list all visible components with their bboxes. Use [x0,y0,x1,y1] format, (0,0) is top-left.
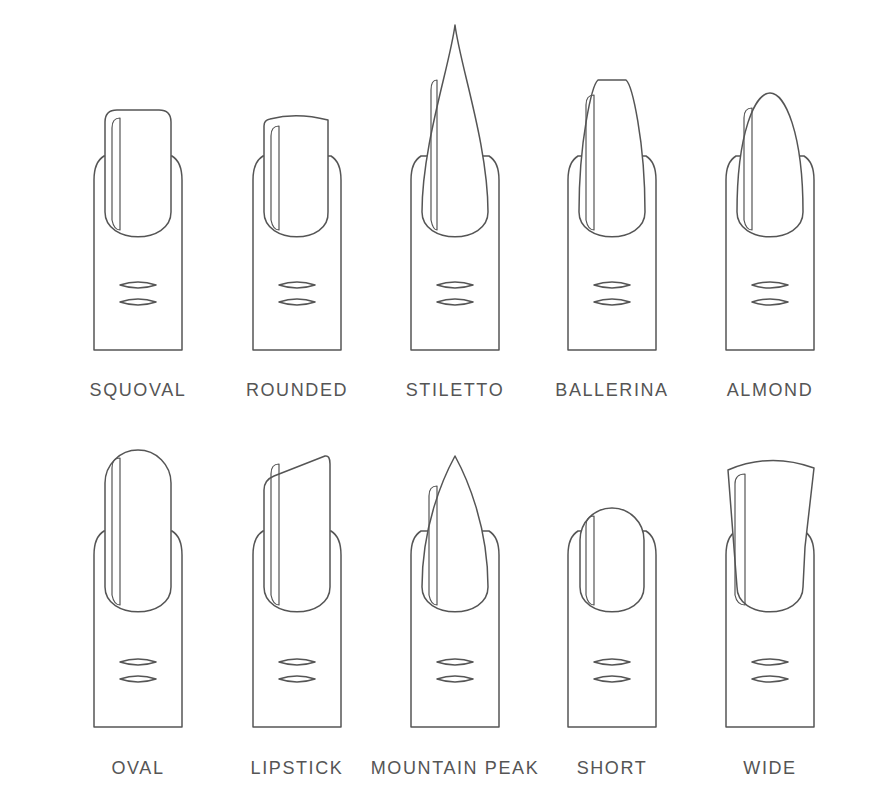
nail-highlight [271,126,279,230]
nail-highlight [112,458,120,605]
shape-label: ALMOND [727,379,814,401]
nail-highlight [744,108,752,230]
knuckle-crease [279,676,315,682]
nail-highlight [271,464,279,605]
knuckle-crease [279,282,315,288]
knuckle-crease [752,659,788,665]
shape-label: STILETTO [406,379,505,401]
knuckle-crease [120,299,156,305]
finger-illustration [94,110,182,350]
nail-shape [105,110,171,237]
knuckle-crease [279,299,315,305]
knuckle-crease [437,676,473,682]
finger-illustration [253,456,341,727]
finger-illustration [411,25,499,350]
knuckle-crease [437,659,473,665]
nail-shape [264,456,330,612]
knuckle-crease [752,282,788,288]
shape-label: ROUNDED [246,379,348,401]
knuckle-crease [594,676,630,682]
nail-highlight [586,95,594,230]
finger-illustration [94,450,182,727]
shape-label: BALLERINA [555,379,668,401]
nail-shape [422,456,488,612]
nail-highlight [735,474,745,605]
nail-shape [105,450,171,612]
nail-shape [728,460,814,611]
knuckle-crease [594,299,630,305]
knuckle-crease [752,299,788,305]
knuckle-crease [279,659,315,665]
nail-highlight [429,486,437,605]
nail-shape [737,93,803,237]
shape-label: MOUNTAIN PEAK [371,757,539,779]
knuckle-crease [120,676,156,682]
nail-shape [580,508,644,612]
shape-label: OVAL [111,757,164,779]
shape-label: WIDE [743,757,796,779]
knuckle-crease [594,659,630,665]
nail-highlight [431,80,437,230]
nail-highlight [112,118,120,230]
knuckle-crease [120,282,156,288]
shape-label: SQUOVAL [90,379,187,401]
knuckle-crease [437,282,473,288]
shape-label: LIPSTICK [251,757,344,779]
finger-illustration [568,80,656,350]
nail-shape [422,25,488,237]
knuckle-crease [437,299,473,305]
finger-illustration [726,460,814,727]
finger-illustration [726,93,814,350]
finger-illustration [411,456,499,727]
shape-label: SHORT [577,757,648,779]
knuckle-crease [752,676,788,682]
finger-illustration [568,508,656,727]
finger-illustration [253,116,341,350]
nail-highlight [586,516,594,605]
knuckle-crease [594,282,630,288]
nail-shape [264,116,328,237]
knuckle-crease [120,659,156,665]
nail-shape [579,80,645,237]
